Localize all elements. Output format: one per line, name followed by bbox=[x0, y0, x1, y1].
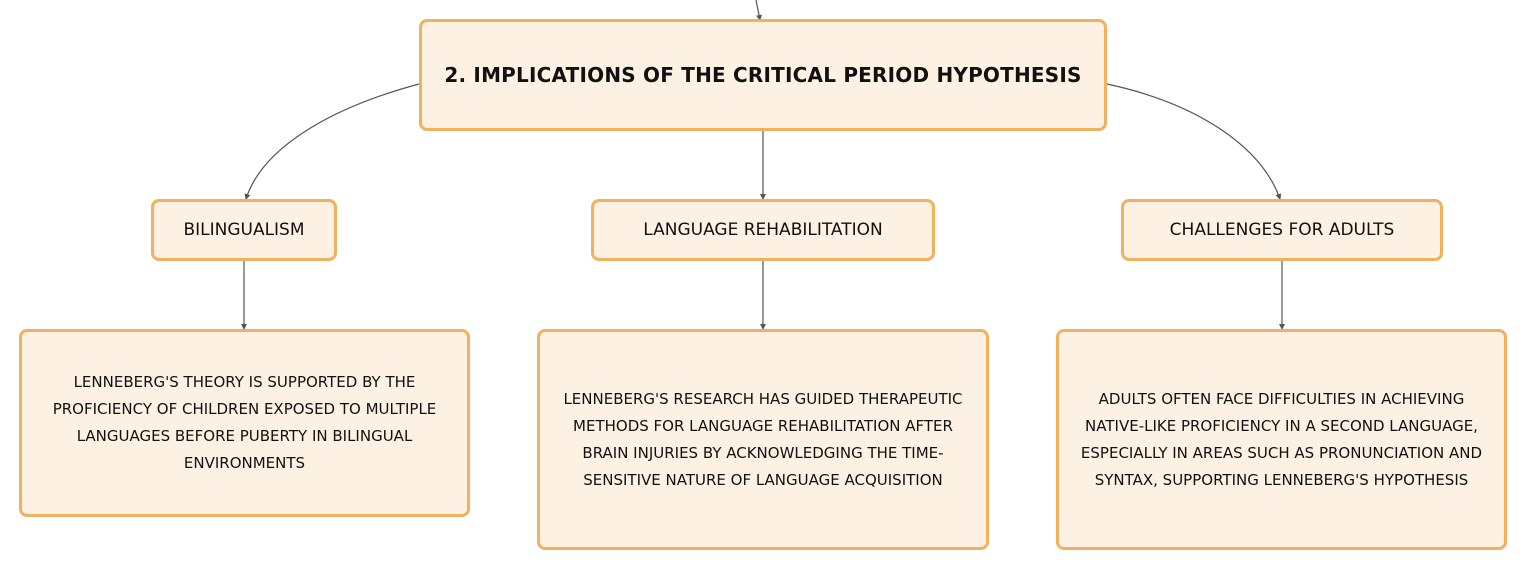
detail-node-challenges-for-adults[interactable]: Adults often face difficulties in achiev… bbox=[1056, 329, 1507, 550]
root-topic-label: 2. Implications of the Critical Period H… bbox=[444, 63, 1082, 87]
branch-label-language-rehabilitation: Language Rehabilitation bbox=[643, 220, 883, 240]
detail-text-bilingualism: Lenneberg's theory is supported by the p… bbox=[52, 373, 437, 472]
detail-node-bilingualism[interactable]: Lenneberg's theory is supported by the p… bbox=[19, 329, 470, 517]
connector-root-to-bilingualism bbox=[244, 83, 420, 200]
detail-text-challenges-for-adults: Adults often face difficulties in achiev… bbox=[1080, 389, 1483, 489]
detail-node-language-rehabilitation[interactable]: Lenneberg's research has guided therapeu… bbox=[537, 329, 989, 550]
branch-node-challenges-for-adults[interactable]: Challenges for Adults bbox=[1121, 199, 1443, 261]
branch-node-bilingualism[interactable]: Bilingualism bbox=[151, 199, 337, 261]
detail-text-language-rehabilitation: Lenneberg's research has guided therapeu… bbox=[563, 389, 963, 489]
branch-label-challenges-for-adults: Challenges for Adults bbox=[1169, 220, 1395, 240]
root-topic-node[interactable]: 2. Implications of the Critical Period H… bbox=[419, 19, 1107, 131]
branch-node-language-rehabilitation[interactable]: Language Rehabilitation bbox=[591, 199, 935, 261]
connector-incoming-root bbox=[755, 0, 762, 21]
branch-label-bilingualism: Bilingualism bbox=[183, 220, 305, 240]
connector-root-to-challenges-for-adults bbox=[1106, 83, 1282, 200]
